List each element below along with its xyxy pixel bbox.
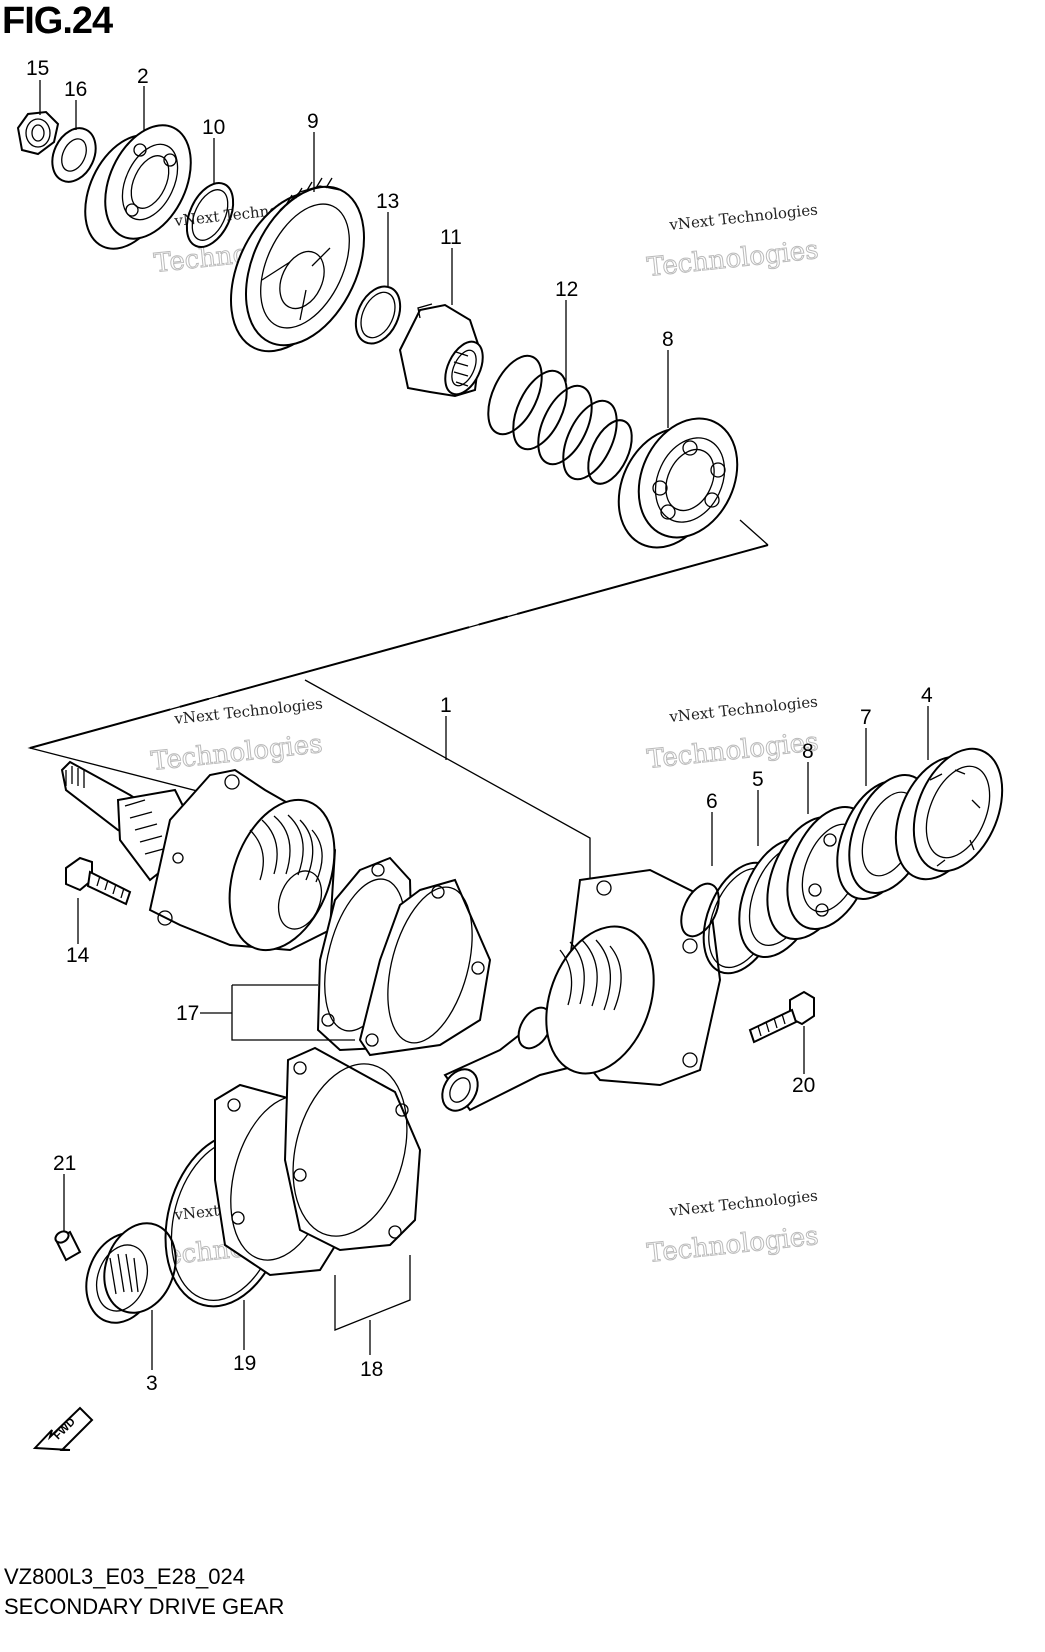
callout-16: 16 <box>64 78 87 101</box>
diagram-name: SECONDARY DRIVE GEAR <box>4 1594 285 1619</box>
svg-text:Technologies: Technologies <box>646 1221 820 1269</box>
part-15-nut <box>16 110 60 156</box>
callout-6: 6 <box>706 790 718 813</box>
part-13-circlip <box>354 285 402 345</box>
callout-7: 7 <box>860 706 872 729</box>
callout-2: 2 <box>137 65 149 88</box>
callout-labels: 15 16 2 10 9 13 11 12 8 1 4 7 8 5 6 14 1… <box>26 57 933 1395</box>
drive-pinion-housing <box>441 868 722 1112</box>
part-21-dowel-pin <box>54 1230 82 1262</box>
callout-10: 10 <box>202 116 225 139</box>
part-8-bearing-upper <box>617 417 739 549</box>
final-drive-shaft-housing <box>60 760 337 952</box>
part-9-gear <box>229 177 366 353</box>
svg-text:Technologies: Technologies <box>646 235 820 283</box>
svg-text:Technologies: Technologies <box>646 727 820 775</box>
callout-4: 4 <box>921 684 933 707</box>
callout-18: 18 <box>360 1358 383 1381</box>
callout-8-upper: 8 <box>662 328 674 351</box>
part-20-bolt <box>748 990 815 1044</box>
callout-8-lower: 8 <box>802 740 814 763</box>
part-14-bolt <box>65 856 132 906</box>
part-2-bearing <box>84 124 192 250</box>
callout-17: 17 <box>176 1002 199 1025</box>
callout-11: 11 <box>440 226 462 249</box>
callout-3: 3 <box>146 1372 158 1395</box>
callout-20: 20 <box>792 1074 815 1097</box>
part-10-circlip <box>185 182 235 248</box>
part-11-cam <box>398 303 484 398</box>
part-4-ring-nut <box>894 747 1004 881</box>
diagram-code: VZ800L3_E03_E28_024 <box>4 1564 245 1589</box>
callout-12: 12 <box>555 278 578 301</box>
callout-5: 5 <box>752 768 764 791</box>
part-17-gaskets <box>200 856 492 1057</box>
callout-19: 19 <box>233 1352 256 1375</box>
svg-text:Technologies: Technologies <box>150 729 324 777</box>
part-12-spring <box>487 354 633 485</box>
callout-1: 1 <box>440 694 452 717</box>
callout-21: 21 <box>53 1152 76 1175</box>
part-3-needle-bearing <box>85 1222 177 1324</box>
callout-9: 9 <box>307 110 319 133</box>
svg-text:vNext Technologies: vNext Technologies <box>668 201 819 235</box>
part-18-gaskets <box>214 1046 422 1355</box>
callout-15: 15 <box>26 57 49 80</box>
callout-14: 14 <box>66 944 90 967</box>
svg-text:vNext Technologies: vNext Technologies <box>668 1187 819 1221</box>
svg-text:vNext Technologies: vNext Technologies <box>668 693 819 727</box>
callout-13: 13 <box>376 190 399 213</box>
leader-lines <box>39 80 929 1370</box>
forward-arrow-icon: FWD <box>32 1406 94 1451</box>
svg-text:vNext Technologies: vNext Technologies <box>173 695 324 729</box>
part-16-washer <box>51 127 97 183</box>
figure-title: FIG.24 <box>2 0 113 42</box>
